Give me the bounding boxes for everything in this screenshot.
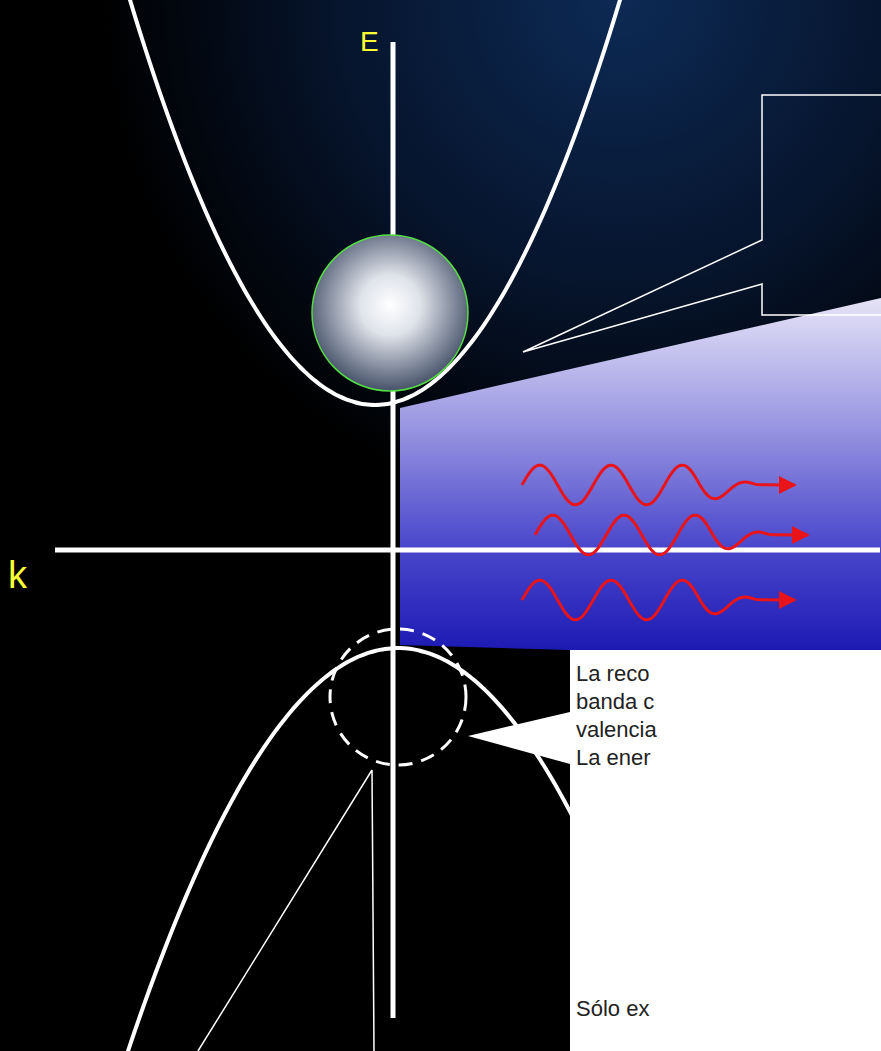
body-text: Sólo ex xyxy=(576,995,674,1023)
electron xyxy=(312,235,468,391)
hole xyxy=(330,629,466,765)
photons xyxy=(522,465,808,620)
photon-wave xyxy=(535,515,808,555)
axis-label: k xyxy=(8,556,27,594)
conduction-band xyxy=(125,0,625,405)
callout-pointer xyxy=(468,712,570,764)
k-axis xyxy=(55,548,880,553)
photon-wave xyxy=(522,465,795,505)
gap-region xyxy=(400,298,881,650)
photon-wave xyxy=(522,580,795,620)
axis-label: E xyxy=(360,28,379,56)
energy-axis xyxy=(391,42,396,1018)
body-text: La reco banda c valencia La ener xyxy=(576,660,674,772)
text-box: La reco banda c valencia La enerSólo ex xyxy=(570,650,881,1051)
